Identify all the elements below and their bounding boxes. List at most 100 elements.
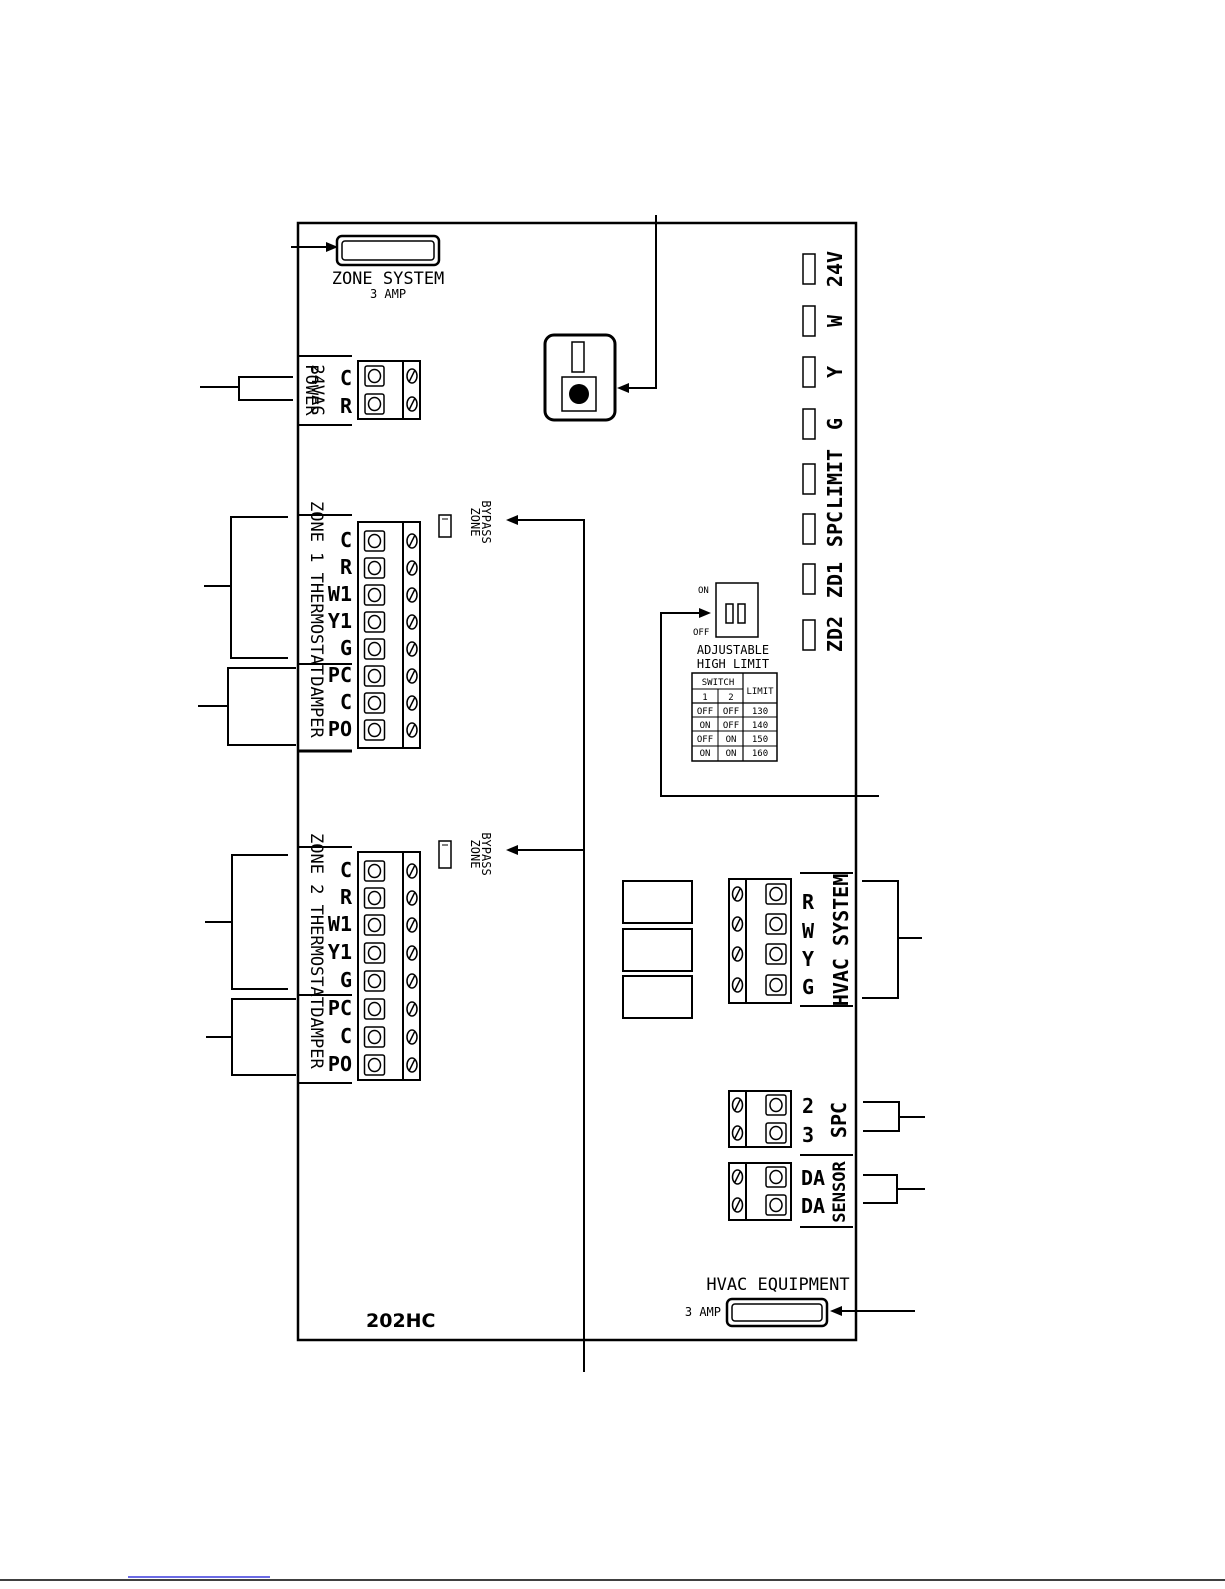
hvac-terminal-w: W: [802, 919, 815, 943]
terminal-screw[interactable]: [765, 943, 787, 965]
zone1-terminal-y1: Y1: [328, 609, 352, 633]
zone2-block: ZONE 2 THERMOSTAT DAMPER C R W1 Y1 G PC …: [298, 832, 493, 1084]
screw-head: [769, 1169, 783, 1185]
clamp-slot: [408, 974, 416, 988]
wire-clamp: [406, 973, 418, 989]
screw-head: [367, 560, 382, 576]
power-block: 24VAC POWER C R: [298, 355, 421, 426]
screw-head: [367, 722, 382, 738]
hvac-terminal-g: G: [802, 975, 814, 999]
led-label-y: Y: [823, 366, 847, 378]
terminal-screw[interactable]: [363, 611, 386, 633]
screw-head: [367, 890, 382, 906]
terminal-screw[interactable]: [363, 692, 386, 714]
board-outline: [296, 221, 858, 1342]
terminal-screw[interactable]: [363, 530, 386, 552]
screw-head: [367, 1057, 382, 1073]
spc-block: 2 3 SPC: [728, 1090, 853, 1156]
zone2-terminal-r: R: [340, 885, 353, 909]
reset-button[interactable]: [569, 384, 589, 404]
clamp-slot: [733, 1170, 742, 1184]
zone1-bypass-switch[interactable]: [438, 514, 452, 538]
table-limit-header: LIMIT: [746, 687, 774, 697]
relay: [622, 880, 693, 924]
clamp-slot: [408, 864, 416, 878]
led-limit: [802, 463, 816, 495]
table-subheader-2: 2: [728, 693, 733, 703]
led-indicators: 24V W Y G LIMIT SPC ZD1 ZD2: [802, 251, 847, 652]
sensor-terminal-da-2: DA: [801, 1194, 825, 1218]
zone1-damper-label: DAMPER: [306, 676, 326, 738]
wire-clamp: [731, 1197, 744, 1213]
dip-switch-1[interactable]: [725, 603, 734, 624]
wire-clamp: [731, 946, 744, 962]
clamp-slot: [408, 588, 416, 602]
wire-clamp: [731, 1097, 744, 1113]
terminal-screw[interactable]: [765, 1122, 787, 1144]
arrowhead: [617, 383, 629, 393]
led-zd1: [802, 563, 816, 595]
dip-switch-2[interactable]: [737, 603, 746, 624]
dip-on-label: ON: [698, 586, 709, 596]
zone2-bypass-switch[interactable]: [438, 840, 452, 869]
terminal-screw[interactable]: [765, 1094, 787, 1116]
terminal-screw[interactable]: [765, 974, 787, 996]
led-label-zd2: ZD2: [823, 616, 847, 652]
zone1-terminal-po: PO: [328, 717, 352, 741]
screw-head: [769, 916, 783, 932]
reset-button-module: [543, 333, 617, 422]
clamp-slot: [408, 642, 416, 656]
zone1-terminal-screws: [363, 530, 418, 741]
arrowhead: [506, 845, 518, 855]
led-label-w: W: [823, 314, 847, 327]
table-subheader-1: 1: [702, 693, 707, 703]
terminal-screw[interactable]: [765, 883, 787, 905]
terminal-screw[interactable]: [363, 942, 386, 964]
terminal-screw[interactable]: [364, 393, 385, 415]
terminal-screw[interactable]: [363, 970, 386, 992]
terminal-screw[interactable]: [363, 998, 386, 1020]
terminal-screw[interactable]: [363, 719, 386, 741]
screw-head: [769, 977, 783, 993]
clamp-slot: [408, 723, 416, 737]
terminal-screw[interactable]: [363, 638, 386, 660]
table-cell: OFF: [697, 707, 713, 717]
led-zd2: [802, 619, 816, 651]
wire-clamp: [406, 890, 418, 906]
led-label-g: G: [823, 418, 847, 430]
terminal-screw[interactable]: [363, 1026, 386, 1048]
terminal-screw[interactable]: [363, 887, 386, 909]
terminal-screw[interactable]: [363, 557, 386, 579]
clamp-slot: [733, 947, 742, 961]
spc-terminal-2: 2: [802, 1094, 814, 1118]
relay: [622, 928, 693, 972]
wire-clamp: [406, 695, 418, 711]
terminal-screw[interactable]: [765, 913, 787, 935]
dip-caption-line1: ADJUSTABLE: [697, 643, 769, 657]
wire-clamp: [406, 533, 418, 549]
power-label-power: POWER: [301, 364, 321, 416]
terminal-screw[interactable]: [363, 860, 386, 882]
terminal-screw[interactable]: [363, 1054, 386, 1076]
sensor-block: DA DA SENSOR: [728, 1161, 853, 1228]
terminal-screw[interactable]: [765, 1194, 787, 1216]
terminal-screw[interactable]: [363, 914, 386, 936]
screw-head: [367, 695, 382, 711]
hvac-system-block: R W Y G HVAC SYSTEM: [728, 872, 853, 1007]
table-cell: 140: [752, 721, 768, 731]
zone1-terminal-g: G: [340, 636, 352, 660]
terminal-screw[interactable]: [363, 584, 386, 606]
screw-head: [367, 1001, 382, 1017]
zone1-terminal-w1: W1: [328, 582, 352, 606]
terminal-screw[interactable]: [363, 665, 386, 687]
terminal-screw[interactable]: [364, 365, 385, 387]
arrowhead: [699, 608, 711, 618]
led-24v: [802, 253, 816, 285]
terminal-screw[interactable]: [765, 1166, 787, 1188]
board-model: 202HC: [366, 1310, 436, 1332]
zone2-bypass-label-zone: ZONE: [468, 840, 482, 869]
wire-clamp: [406, 668, 418, 684]
spc-terminal-screws: [731, 1094, 787, 1144]
zone2-terminal-screws: [363, 860, 418, 1076]
